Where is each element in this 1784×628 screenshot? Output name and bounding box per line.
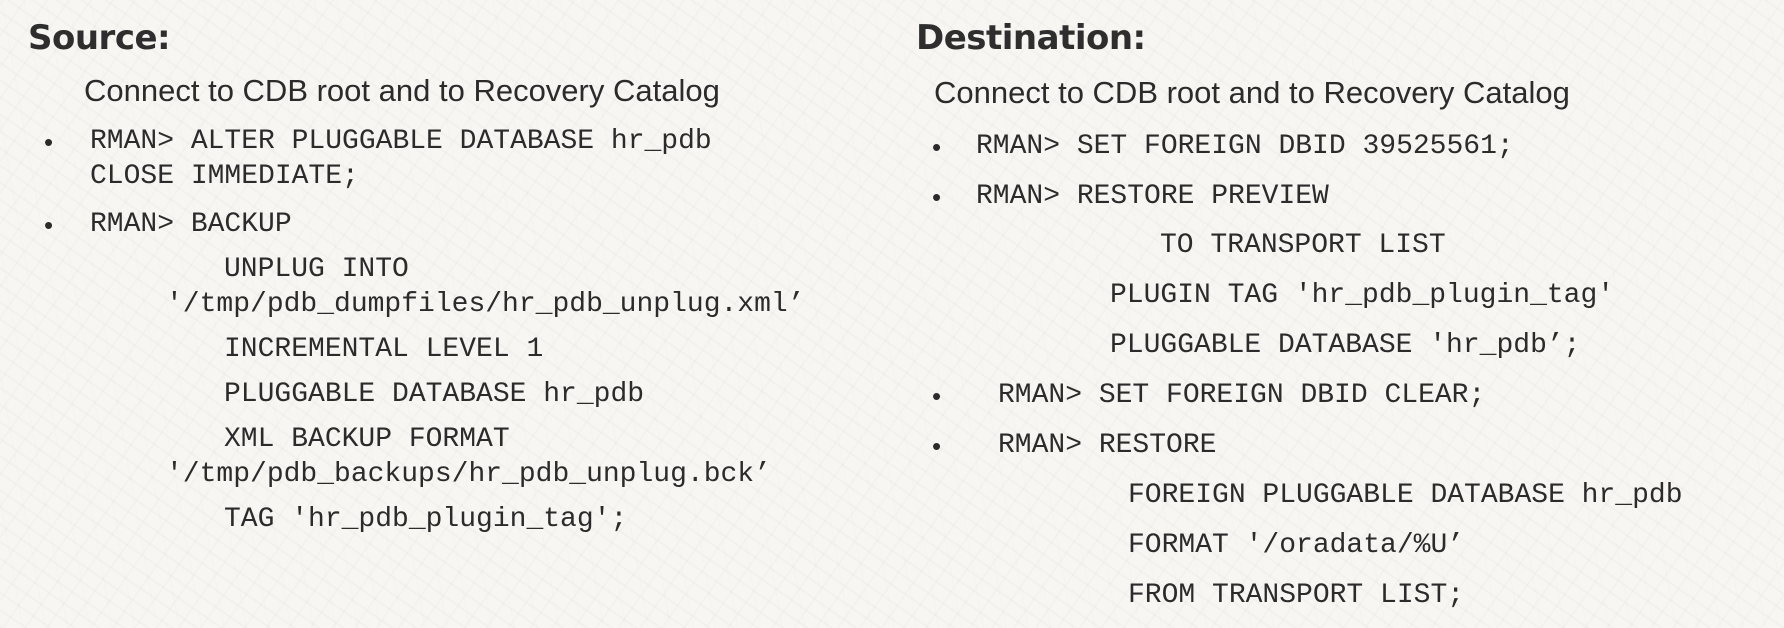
source-bullet-2: • <box>44 210 54 240</box>
destination-bullet-3: • <box>932 381 942 411</box>
destination-bullet-1: • <box>932 132 942 162</box>
source-code-line: XML BACKUP FORMAT <box>224 424 510 455</box>
destination-code-line: FOREIGN PLUGGABLE DATABASE hr_pdb <box>1128 480 1683 511</box>
source-code-line: RMAN> ALTER PLUGGABLE DATABASE hr_pdb <box>90 126 712 157</box>
source-code-line: INCREMENTAL LEVEL 1 <box>224 334 544 365</box>
destination-code-line: FROM TRANSPORT LIST; <box>1128 580 1465 611</box>
destination-bullet-4: • <box>932 431 942 461</box>
destination-code-line: RMAN> SET FOREIGN DBID 39525561; <box>976 131 1514 162</box>
source-code-line: UNPLUG INTO <box>224 254 409 285</box>
source-bullet-1: • <box>44 127 54 157</box>
destination-heading: Destination: <box>916 18 1146 58</box>
destination-code-line: PLUGGABLE DATABASE 'hr_pdb’; <box>1110 330 1581 361</box>
source-heading: Source: <box>28 18 171 58</box>
destination-code-line: TO TRANSPORT LIST <box>1160 230 1446 261</box>
source-code-line: TAG 'hr_pdb_plugin_tag'; <box>224 504 628 535</box>
source-subheading: Connect to CDB root and to Recovery Cata… <box>84 73 720 108</box>
destination-code-line: FORMAT '/oradata/%U’ <box>1128 530 1465 561</box>
source-code-line: PLUGGABLE DATABASE hr_pdb <box>224 379 645 410</box>
destination-code-line: RMAN> SET FOREIGN DBID CLEAR; <box>998 380 1486 411</box>
source-code-line: '/tmp/pdb_dumpfiles/hr_pdb_unplug.xml’ <box>166 289 805 320</box>
destination-code-line: RMAN> RESTORE <box>998 430 1217 461</box>
destination-code-line: RMAN> RESTORE PREVIEW <box>976 181 1329 212</box>
source-code-line: '/tmp/pdb_backups/hr_pdb_unplug.bck’ <box>166 459 771 490</box>
destination-subheading: Connect to CDB root and to Recovery Cata… <box>934 75 1570 110</box>
destination-bullet-2: • <box>932 182 942 212</box>
destination-code-line: PLUGIN TAG 'hr_pdb_plugin_tag' <box>1110 280 1615 311</box>
source-code-line: CLOSE IMMEDIATE; <box>90 161 359 192</box>
source-code-line: RMAN> BACKUP <box>90 209 292 240</box>
